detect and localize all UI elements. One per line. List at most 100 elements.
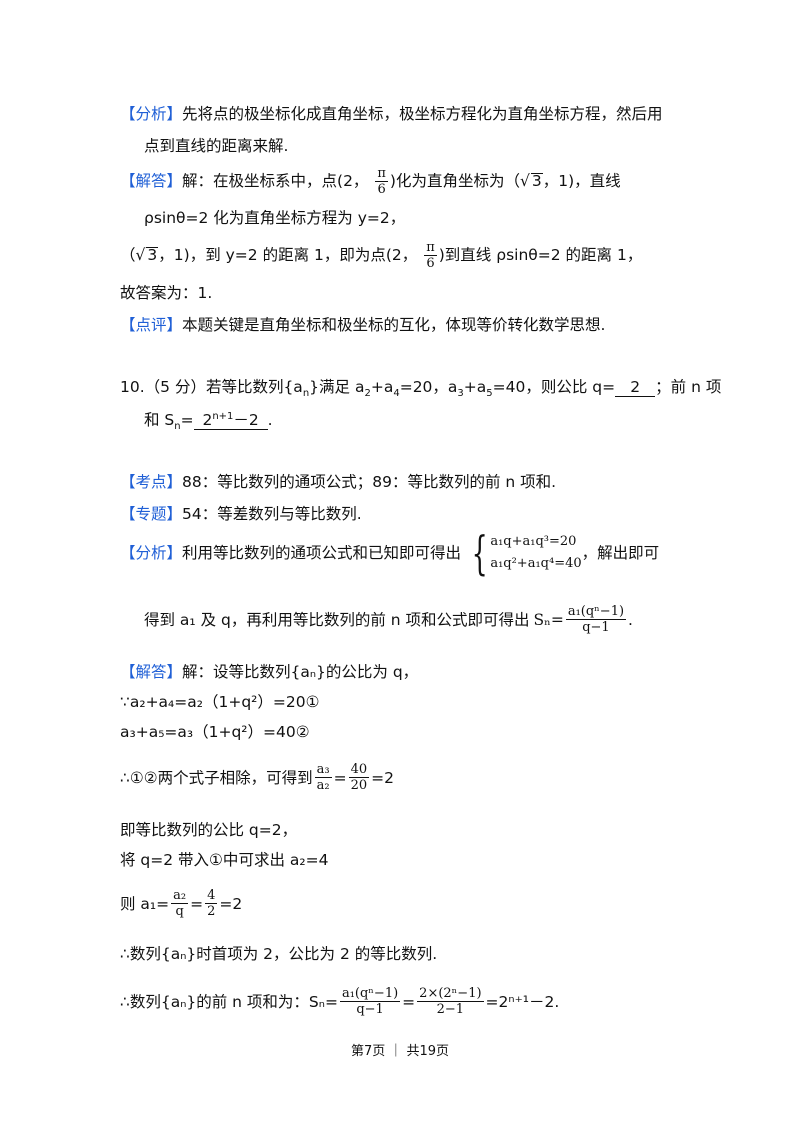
fraction-sum-general: a₁(qⁿ−1)q−1 (339, 986, 401, 1017)
sub: n (302, 388, 310, 400)
solution2-line-6: 将 q=2 带入①中可求出 a₂=4 (120, 848, 328, 872)
sqrt-sign: √ (519, 172, 530, 190)
frac-num: π (375, 166, 388, 182)
equals: = (402, 992, 416, 1011)
solution-line-4: 故答案为：1. (120, 281, 212, 305)
frac-num: a₁(qⁿ−1) (565, 604, 627, 620)
tag-comment: 【点评】 (120, 316, 183, 334)
equals: = (333, 768, 347, 787)
frac-num: π (424, 240, 437, 256)
solution-text: ，1)，直线 (542, 172, 621, 190)
analysis-text: 得到 a₁ 及 q，再利用等比数列的前 n 项和公式即可得出 (144, 610, 530, 629)
frac-den: q−1 (582, 620, 610, 635)
tag-solution-2: 【解答】 (120, 663, 183, 681)
q-text: =20，a (399, 378, 458, 396)
solution-text: 即等比数列的公比 q=2， (120, 821, 298, 839)
comment-text: 本题关键是直角坐标和极坐标的互化，体现等价转化数学思想. (182, 316, 606, 334)
tag-solution: 【解答】 (120, 172, 183, 190)
sqrt-radicand: 3 (146, 246, 159, 264)
solution-text: 解：设等比数列{aₙ}的公比为 q， (182, 663, 419, 681)
analysis-line-1: 【分析】先将点的极坐标化成直角坐标，极坐标方程化为直角坐标方程，然后用 (120, 102, 663, 126)
solution2-line-5: 即等比数列的公比 q=2， (120, 818, 297, 842)
answer-sn: 2n+1－2 (193, 410, 268, 430)
solution-text: 则 a₁= (120, 894, 170, 913)
solution-text: =2 (371, 768, 395, 787)
analysis-text-2: 点到直线的距离来解. (144, 137, 289, 155)
sub: n (174, 421, 181, 433)
q-text: +a (370, 378, 394, 396)
q-text: }满足 a (309, 378, 365, 396)
tag-topic: 【专题】 (120, 505, 183, 523)
tag-point: 【考点】 (120, 473, 183, 491)
frac-den: 2−1 (436, 1002, 465, 1017)
equals: = (190, 894, 204, 913)
solution-text: ρsinθ=2 化为直角坐标方程为 y=2， (144, 209, 406, 227)
frac-den: a₂ (316, 778, 330, 793)
q-text: 和 S (144, 411, 175, 429)
solution-text: ，1)，到 y=2 的距离 1，即为点(2， (158, 246, 418, 264)
frac-den: 20 (350, 778, 368, 793)
sqrt-radicand: 3 (530, 172, 543, 190)
solution-text: =2 (219, 894, 243, 913)
solution-text: ∴数列{aₙ}的前 n 项和为：Sₙ= (120, 992, 338, 1011)
topic-text: 54：等差数列与等比数列. (182, 505, 362, 523)
q-text: = (180, 411, 194, 429)
solution-text: )化为直角坐标为（ (389, 172, 520, 190)
solution-text: ∴数列{aₙ}时首项为 2，公比为 2 的等比数列. (120, 945, 438, 963)
topic-line: 【专题】54：等差数列与等比数列. (120, 502, 362, 526)
q-text: =40，则公比 q= (492, 378, 616, 396)
system-row: a₁q²+a₁q⁴=40 (490, 556, 582, 571)
solution-text: ∴①②两个式子相除，可得到 (120, 768, 313, 787)
frac-num: a₂ (171, 888, 189, 904)
sub: 4 (393, 388, 400, 400)
ans-part: －2 (233, 411, 259, 429)
analysis-text: 先将点的极坐标化成直角坐标，极坐标方程化为直角坐标方程，然后用 (182, 105, 663, 123)
q-text: 10.（5 分）若等比数列{a (120, 378, 303, 396)
ans-part: 2 (202, 411, 213, 429)
system-rows: a₁q+a₁q³=20 a₁q²+a₁q⁴=40 (490, 531, 581, 575)
solution2-line-9: ∴数列{aₙ}的前 n 项和为：Sₙ=a₁(qⁿ−1)q−1=2×(2ⁿ−1)2… (120, 986, 559, 1017)
question-10-line-1: 10.（5 分）若等比数列{an}满足 a2+a4=20，a3+a5=40，则公… (120, 375, 721, 399)
solution-text: 将 q=2 带入①中可求出 a₂=4 (120, 851, 329, 869)
solution-text: 故答案为：1. (120, 284, 213, 302)
sn-lhs: Sₙ= (533, 610, 564, 629)
frac-den: 2 (207, 904, 216, 919)
sup: n+1 (212, 410, 234, 422)
solution-text: a₃+a₅=a₃（1+q²）=40② (120, 723, 310, 741)
frac-den: q (175, 904, 184, 919)
solution2-line-1: 【解答】解：设等比数列{aₙ}的公比为 q， (120, 660, 418, 684)
frac-den: 6 (426, 256, 435, 271)
sub: 3 (457, 388, 464, 400)
sum-formula-fraction: a₁(qⁿ−1)q−1 (565, 604, 627, 635)
comment-line: 【点评】本题关键是直角坐标和极坐标的互化，体现等价转化数学思想. (120, 313, 605, 337)
q-text: . (267, 411, 273, 429)
answer-q: 2 (615, 378, 656, 397)
solution-text: ∵a₂+a₄=a₂（1+q²）=20① (120, 693, 320, 711)
sub: 2 (364, 388, 371, 400)
system-row: a₁q+a₁q³=20 (490, 534, 577, 549)
solution-text: )到直线 ρsinθ=2 的距离 1， (438, 246, 643, 264)
left-brace: { (471, 526, 488, 580)
solution-text: 解：在极坐标系中，点(2， (182, 172, 369, 190)
analysis-text: ，解出即可 (581, 544, 660, 562)
page-footer: 第7页 ｜ 共19页 (350, 1044, 450, 1059)
analysis-text: . (628, 610, 633, 629)
solution2-line-2: ∵a₂+a₄=a₂（1+q²）=20① (120, 690, 319, 714)
sqrt-sign: √ (135, 246, 146, 264)
q-text: +a (463, 378, 487, 396)
frac-den: 6 (377, 182, 386, 197)
fraction-sum-specific: 2×(2ⁿ−1)2−1 (417, 986, 484, 1017)
